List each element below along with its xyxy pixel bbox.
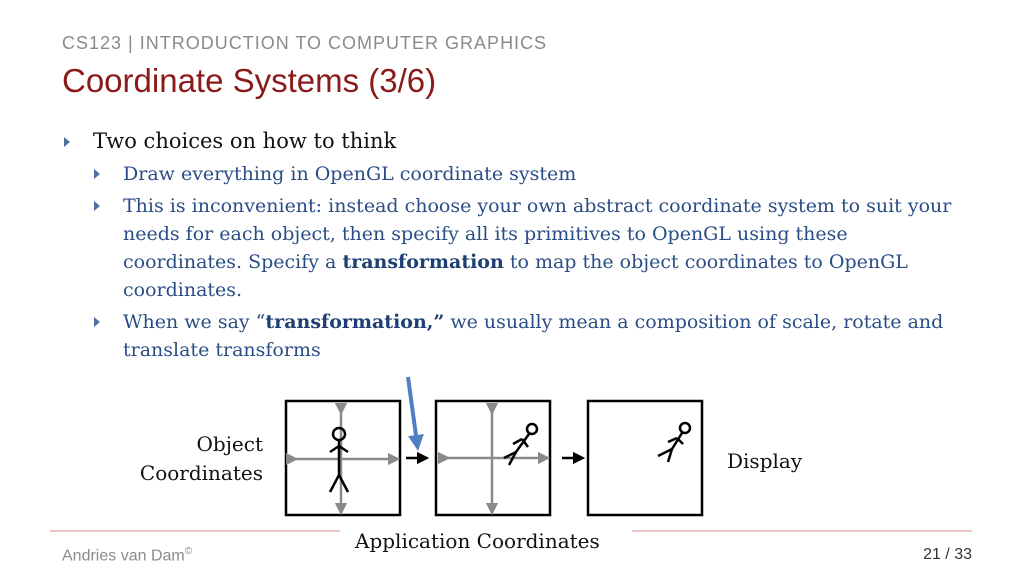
application-coordinates-label: Application Coordinates bbox=[355, 529, 600, 553]
course-header: CS123 | INTRODUCTION TO COMPUTER GRAPHIC… bbox=[62, 33, 548, 53]
display-box bbox=[586, 399, 704, 517]
triangle-bullet-icon bbox=[94, 317, 100, 327]
bullet-level2: When we say “transformation,” we usually… bbox=[62, 308, 962, 364]
bullet-level2: Draw everything in OpenGL coordinate sys… bbox=[62, 160, 962, 188]
bullet-text: Draw everything in OpenGL coordinate sys… bbox=[123, 163, 577, 185]
display-label: Display bbox=[727, 449, 803, 473]
slide-title: Coordinate Systems (3/6) bbox=[62, 62, 437, 99]
copyright-mark: © bbox=[184, 546, 193, 557]
bullet-text: Two choices on how to think bbox=[93, 129, 397, 153]
bold-term: transformation bbox=[342, 251, 504, 273]
triangle-bullet-icon bbox=[94, 169, 100, 179]
object-coordinates-label: Object Coordinates bbox=[140, 430, 263, 488]
bullet-level2: This is inconvenient: instead choose you… bbox=[62, 192, 962, 304]
stick-figure-icon bbox=[328, 426, 350, 493]
bullet-text: we usually mean a composition of scale, … bbox=[123, 311, 944, 361]
label-line: Object bbox=[196, 432, 263, 456]
stick-figure-icon bbox=[503, 422, 539, 466]
slide-content: Two choices on how to think Draw everyth… bbox=[62, 126, 962, 364]
stick-figure-icon bbox=[657, 421, 692, 463]
triangle-bullet-icon bbox=[94, 201, 100, 211]
bullet-text: to map the object coordinates to OpenGL … bbox=[123, 251, 908, 301]
bullet-text: This is inconvenient: instead choose you… bbox=[123, 195, 952, 273]
author-footer: Andries van Dam© bbox=[62, 546, 192, 565]
page-number: 21 / 33 bbox=[923, 546, 972, 563]
object-coordinates-box bbox=[284, 399, 402, 517]
application-coordinates-box bbox=[434, 399, 552, 517]
bullet-level1: Two choices on how to think bbox=[62, 126, 962, 156]
author-name: Andries van Dam bbox=[62, 547, 185, 565]
label-line: Coordinates bbox=[139, 461, 263, 485]
bullet-text: When we say “ bbox=[123, 311, 266, 333]
bold-term: transformation,” bbox=[265, 311, 445, 333]
pointer-arrow-icon bbox=[406, 376, 424, 451]
triangle-bullet-icon bbox=[64, 137, 70, 147]
